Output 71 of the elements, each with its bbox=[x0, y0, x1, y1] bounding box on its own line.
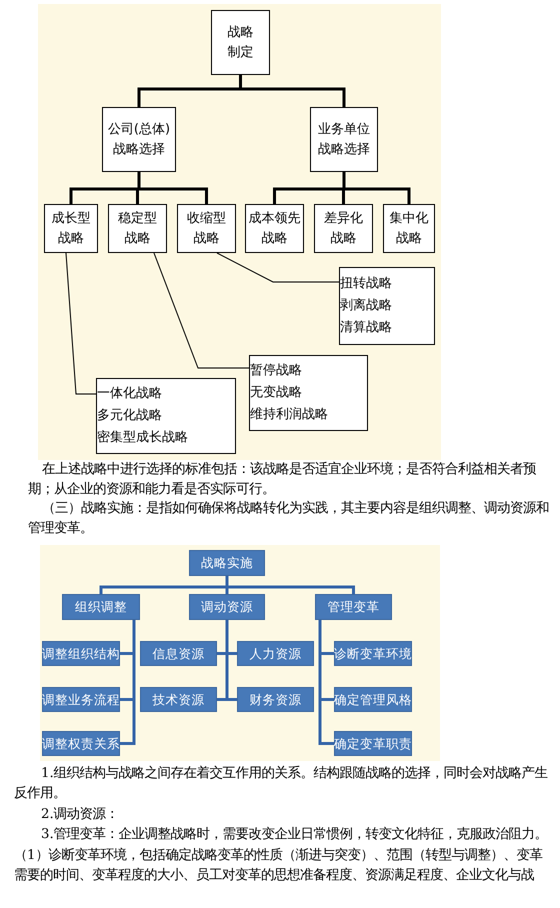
process-box bbox=[140, 641, 217, 666]
node-label: 技术资源 bbox=[152, 692, 204, 708]
strategy-box bbox=[177, 204, 236, 253]
node-label: 诊断变革环境 bbox=[334, 646, 412, 662]
strategy-box bbox=[108, 204, 167, 253]
paragraph: 3.管理变革：企业调整战略时，需要改变企业日常惯例，转变文化特征，克服政治阻力。 bbox=[40, 826, 549, 844]
node-label: 战略制定 bbox=[226, 24, 254, 62]
connector-line bbox=[226, 576, 355, 594]
node-label: 战略实施 bbox=[201, 555, 253, 571]
strategy-list-box bbox=[339, 267, 435, 345]
strategy-list-box bbox=[249, 355, 368, 431]
leader-line bbox=[154, 252, 250, 368]
process-box bbox=[189, 550, 265, 576]
node-label: 信息资源 bbox=[152, 646, 204, 662]
strategy-list-box bbox=[96, 378, 236, 454]
leader-line bbox=[66, 252, 96, 394]
node-label: 暂停战略 bbox=[250, 362, 303, 380]
connector-line bbox=[342, 172, 410, 204]
strategy-box bbox=[102, 107, 176, 172]
leader-line bbox=[216, 252, 340, 282]
node-label: 调动资源 bbox=[201, 599, 253, 615]
paragraph: （三）战略实施：是指如何确保将战略转化为实践，其主要内容是组织调整、调动资源和管理变革。 bbox=[28, 500, 550, 538]
process-box bbox=[334, 731, 412, 756]
paragraph: 2.调动资源： bbox=[40, 806, 120, 824]
process-box bbox=[42, 731, 120, 756]
process-box bbox=[334, 687, 412, 712]
process-box bbox=[189, 594, 265, 620]
node-label: 成长型战略 bbox=[50, 210, 92, 248]
paragraph: 1.组织结构与战略之间存在着交互作用的关系。结构跟随战略的选择，同时会对战略产生反作用。 bbox=[14, 764, 549, 803]
node-label: 剥离战略 bbox=[340, 297, 393, 315]
strategy-box bbox=[211, 10, 270, 75]
node-label: 财务资源 bbox=[250, 692, 302, 708]
process-box bbox=[140, 687, 217, 712]
node-label: 确定变革职责 bbox=[334, 736, 412, 752]
process-box bbox=[42, 641, 120, 666]
strategy-box bbox=[245, 204, 304, 253]
strategy-box bbox=[383, 204, 435, 253]
process-box bbox=[334, 641, 412, 666]
process-box bbox=[42, 687, 120, 712]
strategy-box bbox=[314, 204, 373, 253]
process-box bbox=[62, 594, 140, 620]
strategy-box bbox=[44, 204, 98, 253]
node-label: 差异化战略 bbox=[323, 210, 364, 248]
node-label: 人力资源 bbox=[250, 646, 302, 662]
connector-line bbox=[138, 172, 208, 204]
node-label: 业务单位战略选择 bbox=[317, 120, 371, 158]
node-label: 扭转战略 bbox=[340, 275, 393, 293]
process-box bbox=[315, 594, 392, 620]
strategy-box bbox=[310, 107, 378, 172]
node-label: 清算战略 bbox=[340, 319, 393, 337]
process-box bbox=[237, 641, 314, 666]
node-label: 调整权责关系 bbox=[42, 736, 120, 752]
node-label: 确定管理风格 bbox=[334, 692, 412, 708]
node-label: 收缩型战略 bbox=[186, 210, 227, 248]
node-label: 公司(总体)战略选择 bbox=[106, 120, 172, 158]
node-label: 稳定型战略 bbox=[117, 210, 158, 248]
paragraph: 在上述战略中进行选择的标准包括：该战略是否适宜企业环境；是否符合利益相关者预期；从企业的资源和能力看是否实际可行。 bbox=[28, 460, 537, 499]
node-label: 调整组织结构 bbox=[42, 646, 120, 662]
paragraph: （1）诊断变革环境，包括确定战略变革的性质（渐进与突变）、范围（转型与调整）、变革需要的时间、变革程度的大小、员工对变革的思想准备程度、资源满足程度、企业文化与战 bbox=[14, 846, 544, 885]
node-label: 一体化战略 bbox=[97, 385, 163, 403]
process-box bbox=[237, 687, 314, 712]
node-label: 多元化战略 bbox=[97, 407, 163, 425]
node-label: 成本领先战略 bbox=[248, 210, 301, 248]
connector-line bbox=[239, 75, 346, 107]
node-label: 管理变革 bbox=[328, 599, 380, 615]
node-label: 维持利润战略 bbox=[250, 406, 329, 424]
node-label: 密集型成长战略 bbox=[97, 429, 189, 447]
node-label: 调整业务流程 bbox=[42, 692, 120, 708]
node-label: 无变战略 bbox=[250, 384, 303, 402]
node-label: 集中化战略 bbox=[388, 210, 430, 248]
node-label: 组织调整 bbox=[75, 599, 127, 615]
